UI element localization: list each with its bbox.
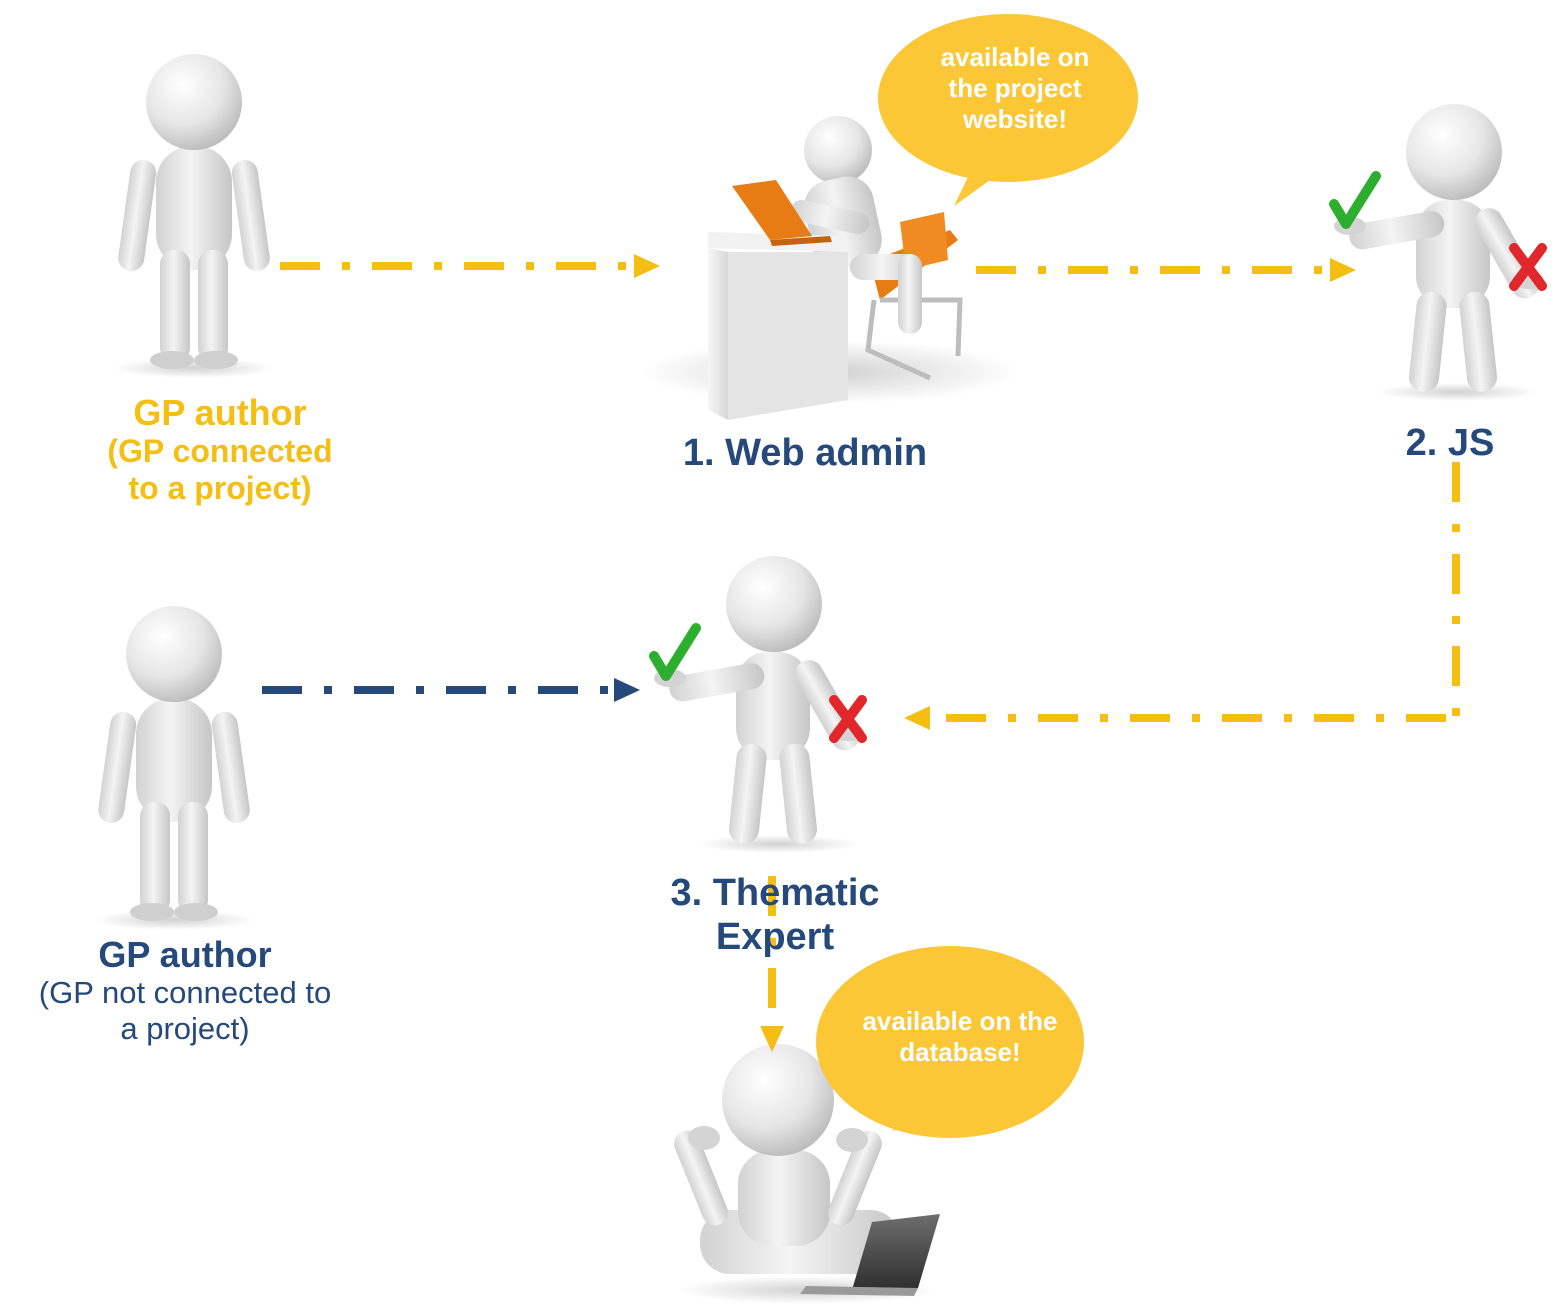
js-figure — [1334, 104, 1544, 401]
website-bubble-text: available on the project website! — [910, 42, 1120, 136]
gp-author-connected-subtitle-line-1: (GP connected — [107, 433, 333, 470]
arrow-thematic-expert-to-database — [760, 876, 784, 1052]
gp-author-not-connected-subtitle-line-2: a project) — [120, 1011, 250, 1047]
thematic-expert-figure — [654, 556, 864, 853]
arrow-js-to-thematic-expert — [904, 462, 1460, 730]
gp-author-not-connected-figure — [94, 606, 254, 930]
gp-author-not-connected-label: GP author (GP not connected to a project… — [0, 934, 370, 1047]
web-admin-label: 1. Web admin — [682, 432, 928, 474]
database-bubble-text: available on the database! — [825, 1006, 1095, 1068]
happy-user-figure — [674, 1044, 940, 1304]
database-bubble-line-2: database! — [899, 1037, 1021, 1068]
website-bubble-line-3: website! — [962, 104, 1068, 135]
gp-author-not-connected-subtitle-line-1: (GP not connected to — [38, 975, 332, 1011]
website-bubble-line-2: the project — [948, 73, 1082, 104]
speech-bubble-icon — [816, 946, 1084, 1138]
arrow-web-admin-to-js — [976, 258, 1356, 282]
arrow-author-to-web-admin — [280, 254, 660, 278]
laptop-icon — [732, 180, 812, 240]
web-admin-desk-scene — [640, 116, 1020, 420]
js-label: 2. JS — [1405, 422, 1495, 464]
thematic-expert-label-line-2: Expert — [715, 915, 835, 958]
website-bubble-line-1: available on — [940, 42, 1090, 72]
gp-author-not-connected-title: GP author — [98, 934, 272, 975]
arrow-non-project-author-to-thematic-expert — [262, 678, 640, 702]
database-bubble-line-1: available on the — [862, 1006, 1058, 1036]
speech-bubble-icon — [878, 14, 1138, 206]
gp-author-connected-title: GP author — [133, 392, 307, 433]
gp-author-connected-figure — [114, 54, 274, 378]
gp-author-connected-label: GP author (GP connected to a project) — [40, 392, 400, 507]
gp-author-connected-subtitle-line-2: to a project) — [128, 470, 312, 507]
thematic-expert-label: 3. Thematic Expert — [600, 872, 950, 959]
thematic-expert-label-line-1: 3. Thematic — [670, 872, 880, 914]
